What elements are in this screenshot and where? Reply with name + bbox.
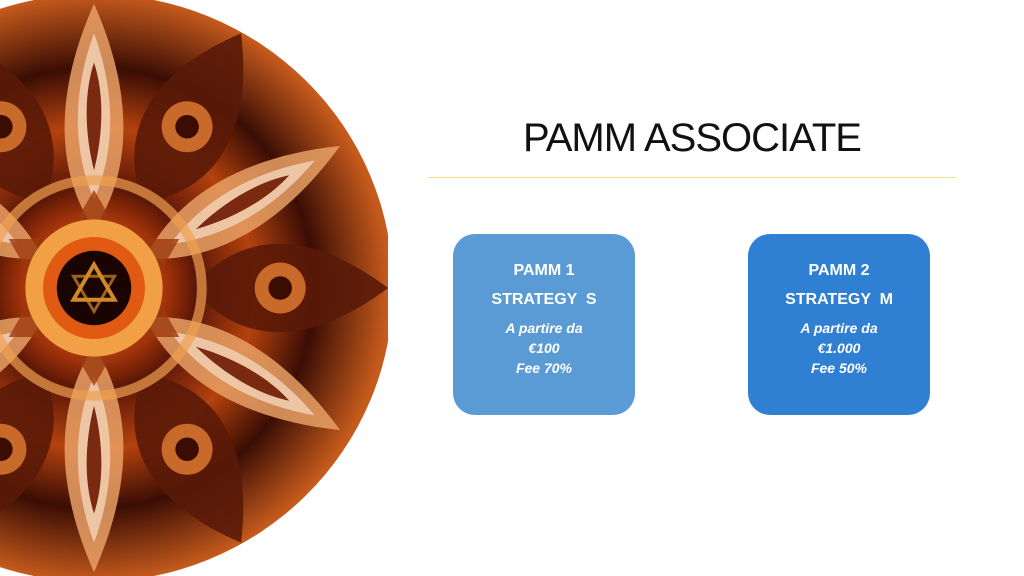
pamm-2-card: PAMM 2 STRATEGY M A partire da €1.000 Fe… xyxy=(748,234,930,415)
title-divider xyxy=(428,177,956,178)
card-strategy: STRATEGY S xyxy=(491,291,597,308)
card-from-label: A partire da xyxy=(505,320,583,336)
card-amount: €100 xyxy=(528,340,560,356)
card-name: PAMM 1 xyxy=(513,262,575,279)
slide-title: PAMM ASSOCIATE xyxy=(523,116,862,160)
card-amount: €1.000 xyxy=(817,340,861,356)
card-from-label: A partire da xyxy=(800,320,878,336)
card-fee: Fee 50% xyxy=(810,360,868,376)
pamm-1-card: PAMM 1 STRATEGY S A partire da €100 Fee … xyxy=(453,234,635,415)
card-strategy: STRATEGY M xyxy=(785,291,893,308)
card-fee: Fee 70% xyxy=(515,360,573,376)
kaleidoscope-mandala-image xyxy=(0,0,393,576)
card-name: PAMM 2 xyxy=(808,262,870,279)
